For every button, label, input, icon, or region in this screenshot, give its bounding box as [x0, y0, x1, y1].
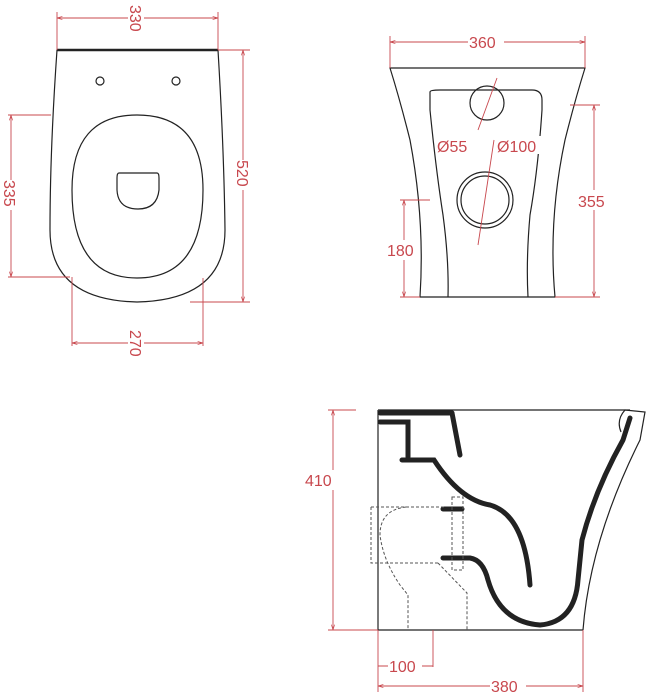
dim-width-330: 330: [126, 5, 143, 32]
dim-height-410: 410: [305, 473, 332, 490]
rear-view: Ø55 Ø100 360 355 180: [386, 32, 614, 298]
dim-depth-380: 380: [491, 679, 518, 696]
dim-length-520: 520: [233, 160, 250, 187]
outlet-pipe-hidden: [370, 496, 468, 630]
fixing-hole-left: [95, 76, 105, 86]
fixing-hole-right: [171, 76, 181, 86]
dim-width-360: 360: [469, 35, 496, 52]
toilet-outline-top: [49, 49, 226, 303]
side-view: 410 100 380: [305, 409, 646, 696]
top-view: 330 520 335 270: [0, 5, 253, 360]
dim-outlet-offset-100: 100: [389, 659, 416, 676]
drain-opening: [116, 172, 160, 210]
dim-height-180: 180: [387, 243, 414, 260]
dim-height-355: 355: [578, 194, 605, 211]
dim-seat-width-270: 270: [126, 330, 143, 357]
seat-opening: [71, 114, 204, 279]
dim-seat-offset-335: 335: [0, 180, 17, 207]
dim-outlet-diameter: Ø100: [497, 139, 536, 156]
inlet-hole: [469, 85, 505, 121]
toilet-outline-side: [377, 409, 630, 631]
outlet-hole: [456, 171, 514, 229]
dim-inlet-diameter: Ø55: [437, 139, 467, 156]
